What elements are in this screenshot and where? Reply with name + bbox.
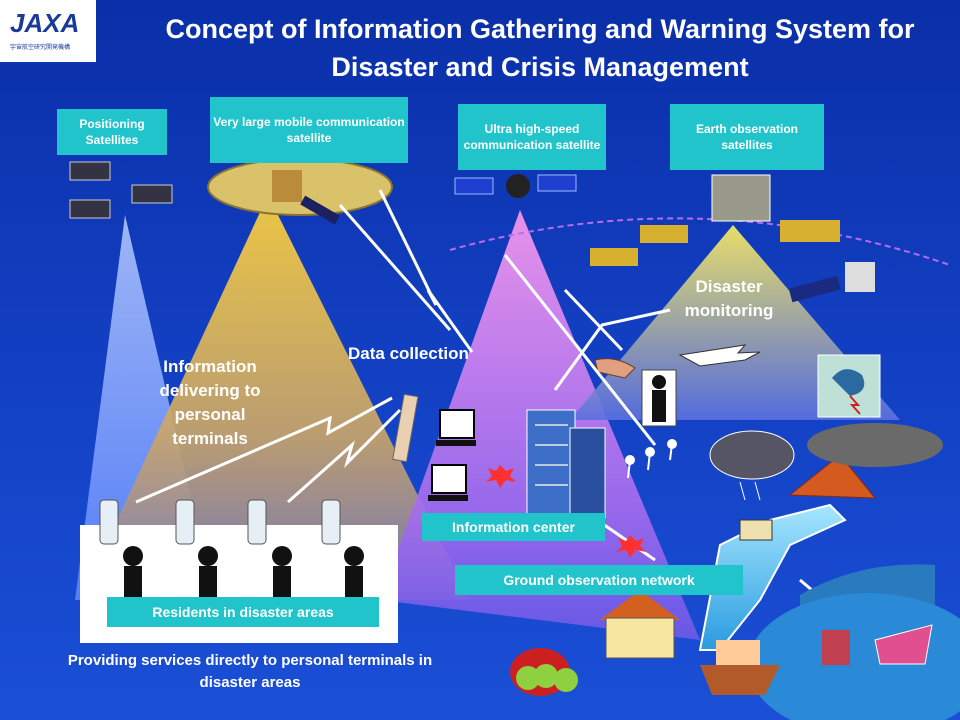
sea-icon [748,593,960,720]
helicopter-icon [594,358,636,379]
flood-house-icon [739,519,773,541]
mobile-beam [80,195,470,600]
computer-icon-1 [436,409,476,446]
resident-figures [99,499,364,600]
sensor-icons [625,439,677,479]
volcano-icon [788,423,943,499]
link-line-3 [378,189,474,353]
positioning-satellites-label: Positioning Satellites [57,109,167,155]
link-line-5 [503,254,657,446]
highspeed-satellite-label: Ultra high-speed communication satellite [458,104,606,170]
river-icon [698,503,847,651]
highspeed-satellite-icon [454,174,577,198]
earth-obs-satellites-label: Earth observation satellites [670,104,824,170]
airplane-icon [678,344,761,367]
earth-obs-satellite-icons [590,174,875,303]
sinking-boat-icon [874,624,933,665]
residents-label: Residents in disaster areas [107,597,379,627]
ship-icon [700,640,780,695]
fire-trees-icon [510,648,578,696]
information-center-label: Information center [422,513,605,541]
mobile-satellite-icon [207,158,393,225]
building-icon [526,409,606,519]
orbit-arc [449,217,951,266]
link-line-4 [338,204,452,331]
data-collection-label: Data collection [348,344,469,363]
storm-icon [817,354,881,418]
mobile-satellite-label: Very large mobile communication satellit… [210,97,408,163]
lighthouse-icon [822,630,850,665]
alert-burst-2 [616,535,646,558]
alert-burst-1 [486,465,516,488]
positioning-satellite-icons [69,161,173,219]
link-line-2 [287,408,402,504]
jaxa-logo: JAXA 宇宙航空研究開発機構 [0,0,96,62]
link-line-6 [563,288,624,352]
person-icon [641,369,677,427]
ground-network-label: Ground observation network [455,565,743,595]
house-icon [600,590,680,659]
link-line-7 [553,308,671,391]
page-title: Concept of Information Gathering and War… [165,14,915,82]
antenna-icon [392,393,419,463]
logo-subtext: 宇宙航空研究開発機構 [10,45,71,51]
link-line-1 [135,396,393,504]
info-delivering-label: Information delivering to personal termi… [159,357,261,448]
computer-icon-2 [428,464,468,501]
rain-cloud-icon [709,430,795,501]
disaster-monitoring-label: Disaster monitoring [684,277,774,320]
bottom-caption: Providing services directly to personal … [67,652,433,691]
logo-text: JAXA [10,8,80,38]
